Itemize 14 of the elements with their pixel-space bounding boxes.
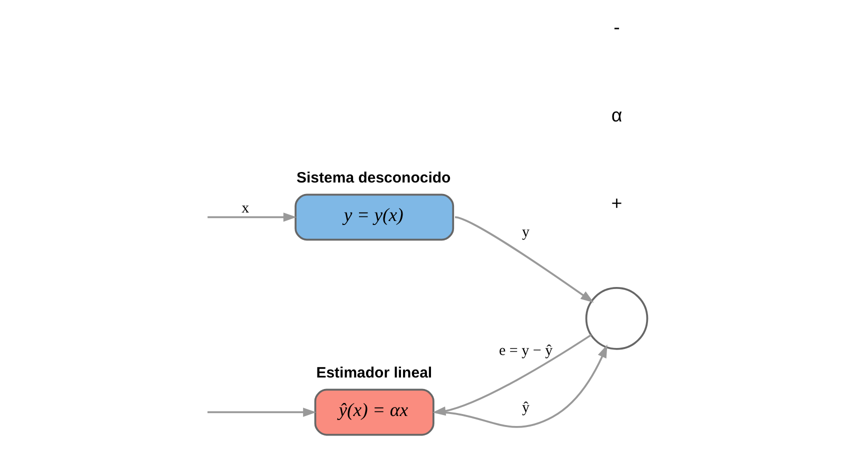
node-label: Estimador lineal — [316, 364, 432, 382]
arrow — [208, 212, 297, 222]
edge-label: e = y − ŷ — [499, 342, 553, 359]
label: - — [614, 16, 620, 38]
node-circle — [585, 287, 648, 350]
label: α — [611, 104, 622, 126]
edge-label: ŷ — [522, 400, 530, 416]
arrow — [454, 216, 594, 303]
label: + — [611, 192, 622, 214]
arrow — [207, 408, 316, 417]
edge-label: y — [522, 224, 530, 241]
arrow — [432, 334, 592, 416]
edge-label: x — [242, 200, 250, 216]
node-label: Sistema desconocido — [296, 169, 451, 186]
